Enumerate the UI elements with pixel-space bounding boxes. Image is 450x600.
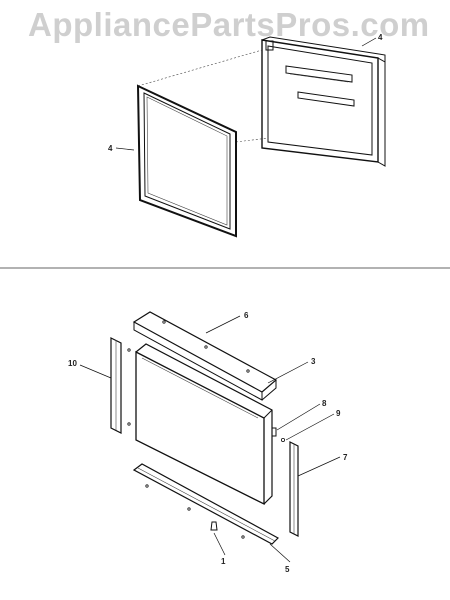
door-gasket <box>136 84 237 238</box>
callout-label-screw: 1 <box>221 557 226 566</box>
door-inner-liner <box>267 45 373 156</box>
callout-label-bottom-bracket: 5 <box>285 565 290 574</box>
door-edge <box>377 57 386 167</box>
bottom-bracket <box>132 463 279 545</box>
callout-label-right-trim: 7 <box>343 453 348 462</box>
right-trim <box>289 441 299 537</box>
callout-label-bracket: 3 <box>311 357 316 366</box>
hinge-cap <box>265 40 274 51</box>
callout-label-left-trim: 10 <box>68 359 77 368</box>
hinge-washer <box>280 437 285 442</box>
left-trim <box>110 337 122 434</box>
callout-label-gasket: 4 <box>108 144 113 153</box>
callout-label-rail: 6 <box>244 311 249 320</box>
door-shelf-rail <box>297 91 355 107</box>
callout-label-hinge-upper: 8 <box>322 399 327 408</box>
screw <box>210 521 218 531</box>
lower-drawer-assembly: 6 3 10 8 9 7 5 <box>68 311 348 574</box>
upper-door-assembly: 4 4 <box>108 33 386 238</box>
hinge-pin <box>271 427 277 437</box>
door-handle-recess <box>285 65 353 83</box>
callout-label-hinge-lower: 9 <box>336 409 341 418</box>
callout-label-door: 4 <box>378 33 383 42</box>
top-rail <box>132 311 278 393</box>
